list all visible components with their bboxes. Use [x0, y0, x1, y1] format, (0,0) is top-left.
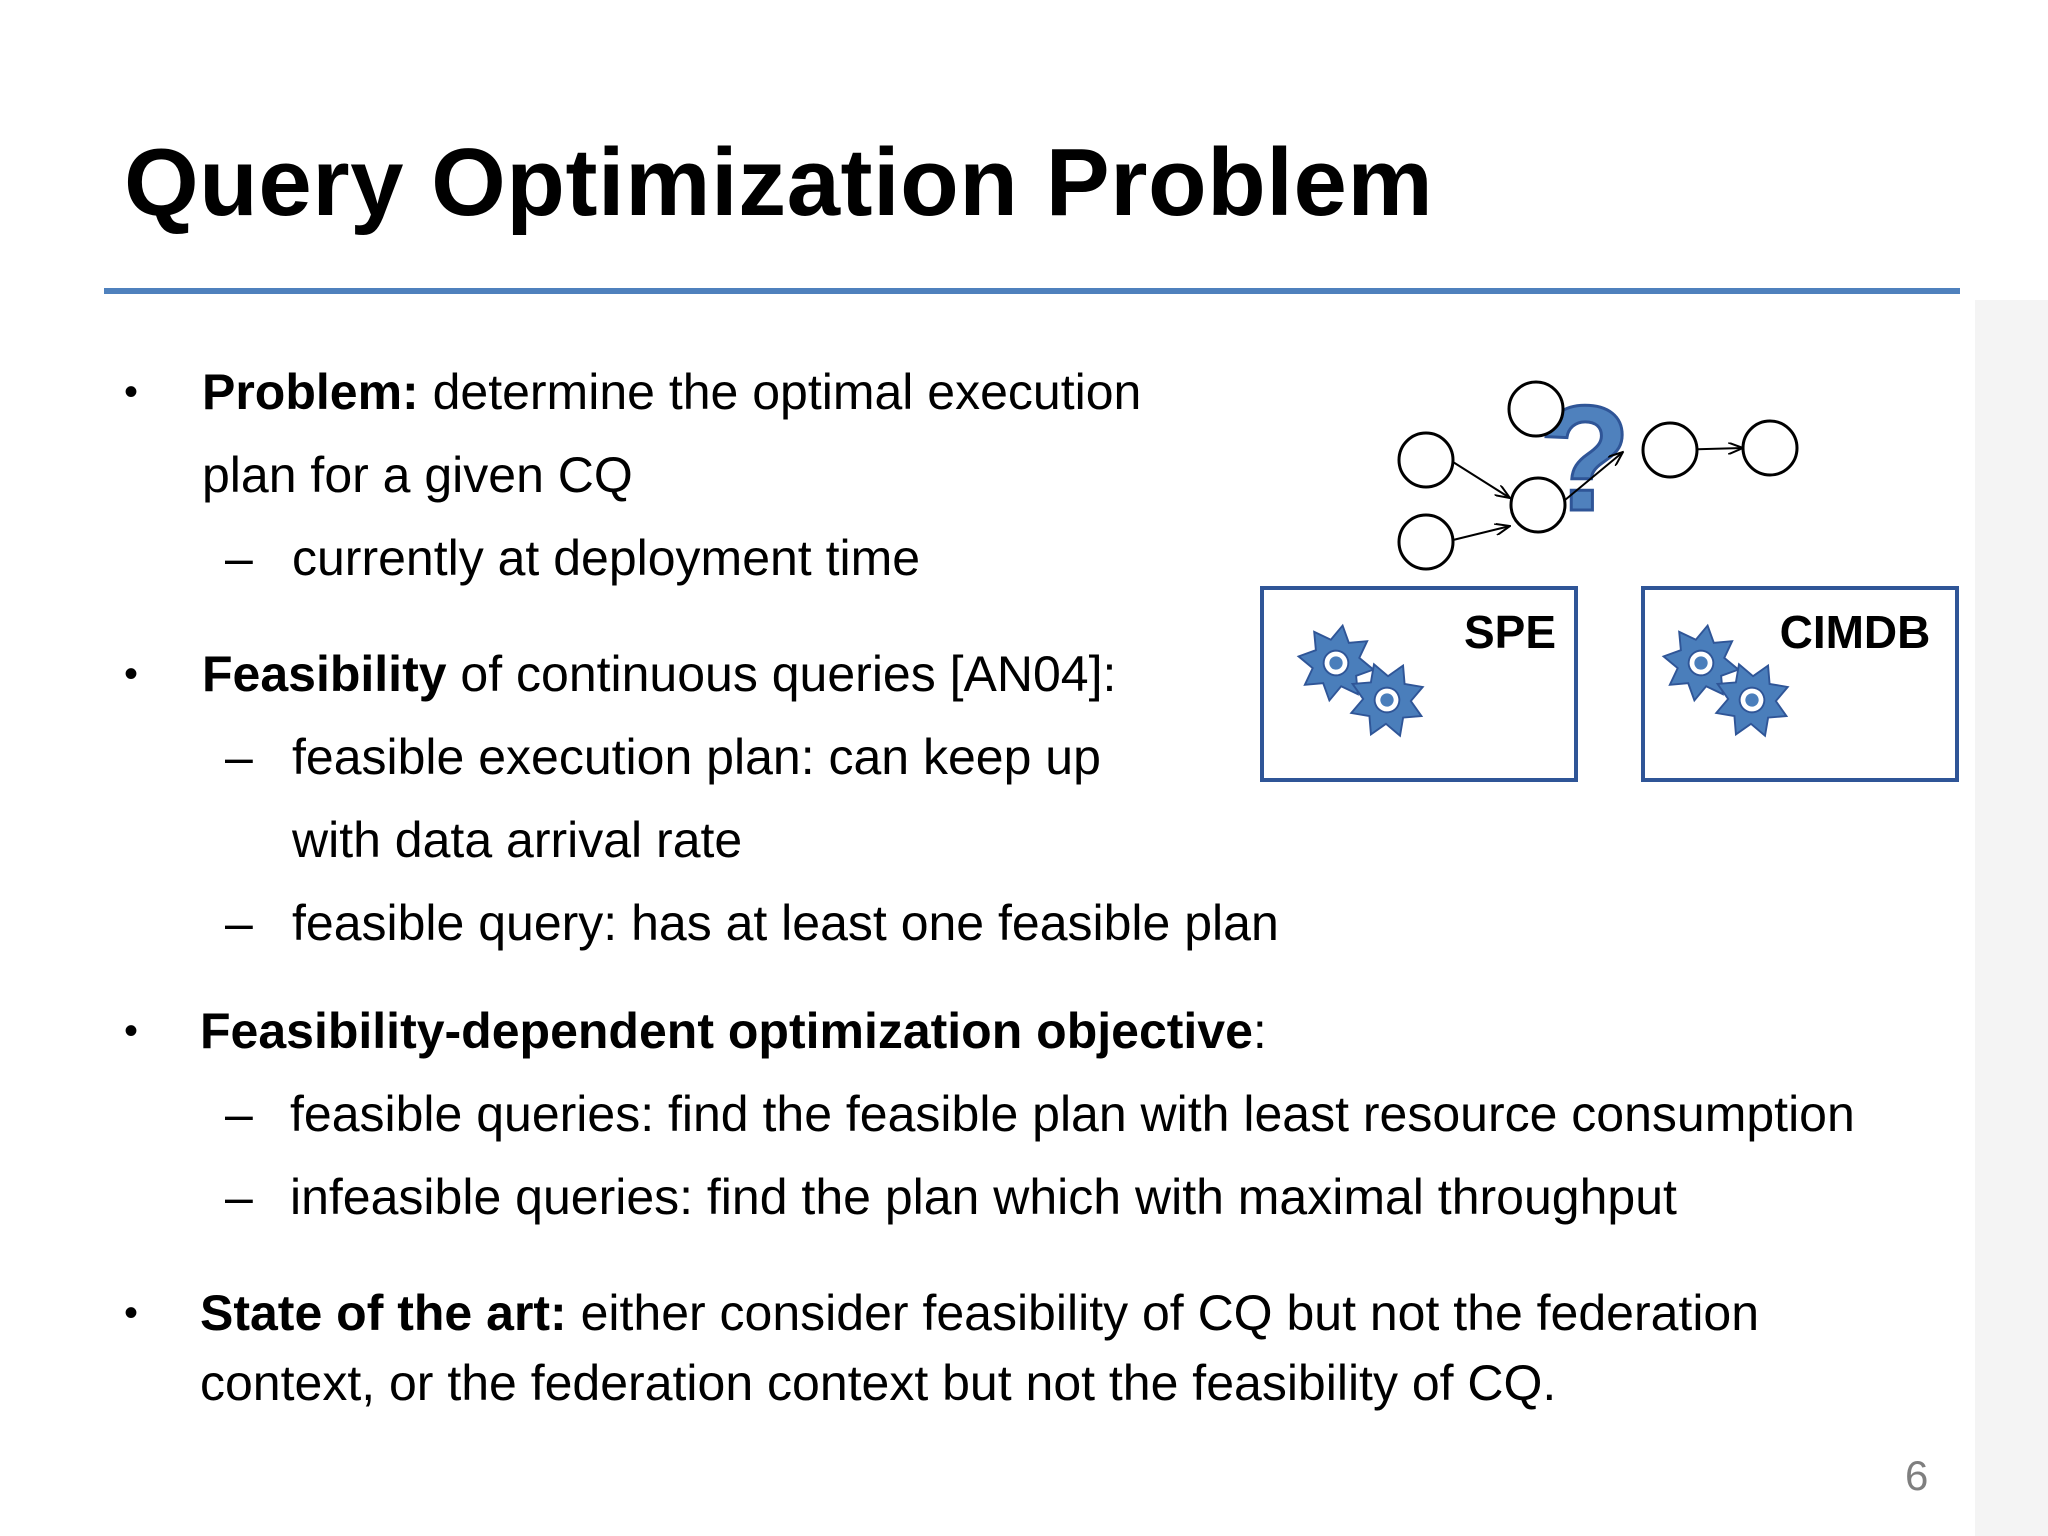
bullet-state-of-art-bold: State of the art:: [200, 1285, 567, 1341]
bullet-marker: •: [124, 1291, 139, 1335]
slide-title: Query Optimization Problem: [124, 129, 1434, 236]
plan-node: [1741, 419, 1799, 477]
plan-node: [1507, 380, 1565, 438]
bullet-problem-text: determine the optimal execution: [418, 364, 1142, 420]
cimdb-label: CIMDB: [1780, 606, 1931, 658]
bullet-marker: •: [124, 1009, 139, 1053]
sub-feasible-query: feasible query: has at least one feasibl…: [292, 895, 1279, 951]
edge: [1452, 461, 1510, 498]
sub-deployment-time: currently at deployment time: [292, 530, 921, 586]
dash-marker: –: [225, 1169, 253, 1225]
page-number: 6: [1905, 1452, 1929, 1499]
plan-node: [1509, 476, 1567, 534]
sub-feasible-queries: feasible queries: find the feasible plan…: [290, 1086, 1855, 1142]
bullet-marker: •: [124, 370, 139, 414]
title-underline: [104, 288, 1960, 294]
query-plan-diagram: ? SPE CIMDB: [1240, 360, 1975, 790]
edge: [1452, 526, 1510, 541]
dash-marker: –: [225, 729, 253, 785]
sub-feasible-plan: feasible execution plan: can keep up: [292, 729, 1101, 785]
sub-feasible-plan-cont: with data arrival rate: [292, 812, 743, 868]
dash-marker: –: [225, 895, 253, 951]
bullet-problem-cont: plan for a given CQ: [202, 447, 633, 503]
bullet-state-of-art-text: either consider feasibility of CQ but no…: [566, 1285, 1760, 1341]
dash-marker: –: [225, 1086, 253, 1142]
bullet-objective-bold: Feasibility-dependent optimization objec…: [200, 1003, 1253, 1059]
bullet-problem-bold: Problem:: [202, 364, 419, 420]
bullet-feasibility: Feasibility of continuous queries [AN04]…: [202, 644, 1116, 704]
bullet-state-of-art-cont: context, or the federation context but n…: [200, 1355, 1557, 1411]
bullet-feasibility-text: of continuous queries [AN04]:: [446, 646, 1117, 702]
spe-label: SPE: [1464, 606, 1556, 658]
plan-node: [1641, 421, 1699, 479]
dash-marker: –: [225, 530, 253, 586]
sub-infeasible-queries: infeasible queries: find the plan which …: [290, 1169, 1677, 1225]
bullet-problem: Problem: determine the optimal execution: [202, 362, 1141, 422]
diagram-svg: ? SPE CIMDB: [1260, 373, 1959, 782]
bullet-marker: •: [124, 652, 139, 696]
plan-node: [1397, 431, 1455, 489]
background-shade: [1975, 300, 2048, 1536]
plan-node: [1397, 513, 1455, 571]
edge: [1564, 452, 1623, 501]
bullet-state-of-art: State of the art: either consider feasib…: [200, 1283, 1759, 1343]
bullet-objective: Feasibility-dependent optimization objec…: [200, 1001, 1267, 1061]
bullet-feasibility-bold: Feasibility: [202, 646, 447, 702]
bullet-objective-text: :: [1252, 1003, 1267, 1059]
